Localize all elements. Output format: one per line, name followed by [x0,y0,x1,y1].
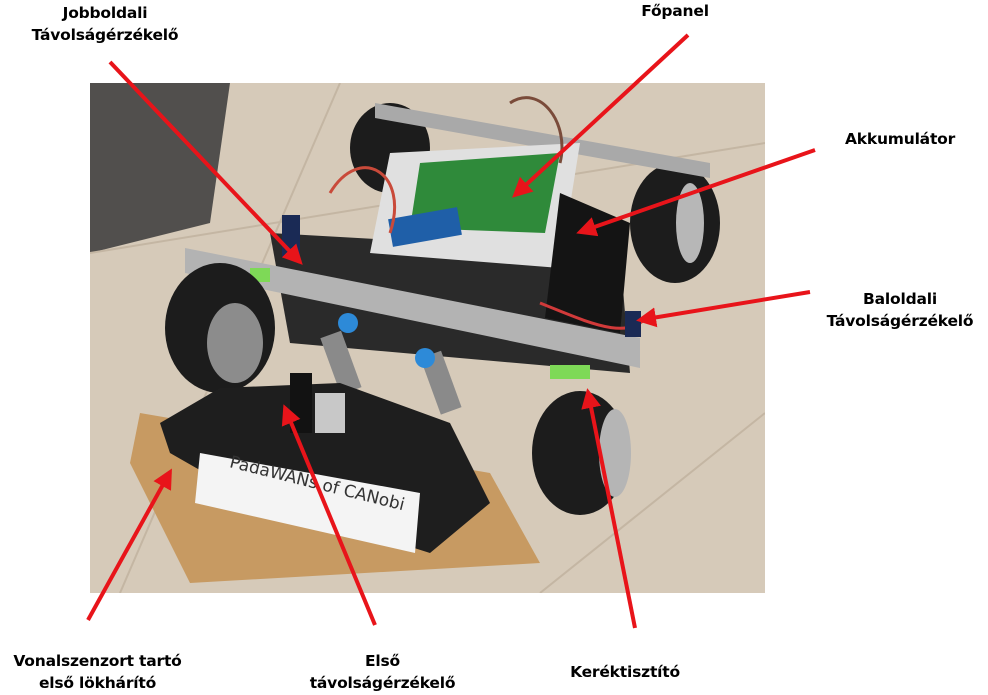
label-left-sensor-line1: Baloldali [863,290,937,308]
front-sensor-bar [185,248,640,368]
label-front-distance-sensor: Első távolságérzékelő [295,650,470,694]
label-bumper-line2: első lökhárító [38,674,157,692]
label-front-sensor-line1: Első [365,652,400,670]
label-left-distance-sensor: Baloldali Távolságérzékelő [815,288,985,332]
label-main-panel: Főpanel [620,0,730,22]
label-battery: Akkumulátor [830,128,970,150]
label-wheel-cleaner: Keréktisztító [550,661,700,683]
front-distance-sensor [290,373,312,433]
label-main-panel-line1: Főpanel [641,2,709,20]
label-wheel-cleaner-line1: Keréktisztító [570,663,680,681]
label-left-sensor-line2: Távolságérzékelő [826,312,974,330]
robot-car-photo: PadaWANs of CANobi [90,83,765,593]
label-battery-line1: Akkumulátor [844,130,956,148]
label-bumper-line1: Vonalszenzort tartó [13,652,182,670]
label-right-sensor-line1: Jobboldali [62,4,148,22]
left-distance-sensor [625,311,641,337]
label-front-sensor-line2: távolságérzékelő [309,674,456,692]
right-distance-sensor [282,215,300,257]
label-right-distance-sensor: Jobboldali Távolságérzékelő [30,2,180,46]
robot-car-illustration: PadaWANs of CANobi [90,83,765,593]
label-right-sensor-line2: Távolságérzékelő [31,26,179,44]
label-front-bumper: Vonalszenzort tartó első lökhárító [0,650,195,694]
rear-left-tire [630,163,720,283]
